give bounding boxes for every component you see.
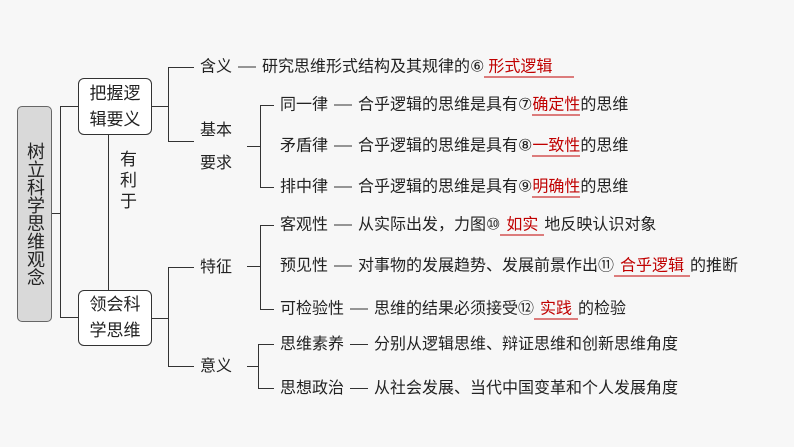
connector — [260, 105, 274, 106]
connector — [247, 266, 260, 267]
answer: 合乎逻辑 — [614, 256, 691, 277]
dash-connector — [334, 104, 353, 106]
significance-row: 思维素养 分别从逻辑思维、辩证思维和创新思维角度 — [280, 334, 678, 354]
text: 合乎逻辑的思维是具有⑦ — [358, 94, 533, 114]
connector — [152, 318, 168, 319]
connector — [260, 225, 274, 226]
text: 的思维 — [580, 135, 629, 155]
text: 对事物的发展趋势、发展前景作出⑪ — [358, 255, 615, 275]
connector — [168, 267, 194, 268]
dash-connector — [334, 265, 353, 267]
text: 的思维 — [580, 94, 629, 114]
dash-connector — [350, 344, 369, 345]
text: 客观性 — [280, 214, 329, 234]
text: 思维素养 — [280, 334, 345, 353]
node-grasp-logic: 把握逻辑要义 — [78, 78, 152, 135]
answer: 明确性 — [532, 176, 581, 198]
text: 可检验性 — [280, 298, 345, 318]
text: 的思维 — [580, 176, 629, 196]
connector — [260, 187, 274, 188]
answer: 确定性 — [532, 94, 581, 116]
connector — [168, 366, 194, 367]
text: 合乎逻辑的思维是具有⑧ — [358, 135, 533, 155]
link-label: 有利于 — [116, 150, 136, 213]
dash-connector — [334, 224, 353, 226]
connector — [260, 225, 261, 309]
answer: 形式逻辑 — [484, 57, 575, 78]
law-row: 排中律 合乎逻辑的思维是具有⑨明确性的思维 — [280, 177, 628, 198]
dash-connector — [350, 388, 369, 389]
significance-row: 思想政治 从社会发展、当代中国变革和个人发展角度 — [280, 378, 678, 398]
dash-connector — [334, 186, 353, 188]
text: 思想政治 — [280, 378, 345, 397]
text: 同一律 — [280, 94, 329, 114]
text: 地反映认识对象 — [544, 214, 657, 234]
connector — [60, 317, 78, 318]
text: 矛盾律 — [280, 135, 329, 155]
node-scientific-thinking: 领会科学思维 — [78, 290, 152, 346]
features-label: 特征 — [200, 257, 233, 276]
dash-connector — [350, 308, 369, 310]
connector — [260, 105, 261, 187]
connector — [60, 106, 78, 107]
basic-label-2: 要求 — [200, 153, 233, 172]
dash-connector — [238, 66, 257, 68]
connector — [168, 67, 169, 142]
law-row: 同一律 合乎逻辑的思维是具有⑦确定性的思维 — [280, 95, 628, 116]
connector — [152, 106, 168, 107]
text: 预见性 — [280, 255, 329, 275]
basic-label-1: 基本 — [200, 120, 233, 139]
connector — [258, 344, 259, 388]
connector — [247, 366, 258, 367]
dash-connector — [334, 145, 353, 147]
text: 合乎逻辑的思维是具有⑨ — [358, 176, 533, 196]
answer: 如实 — [500, 215, 545, 236]
connector — [168, 141, 194, 142]
connector — [52, 213, 60, 214]
text: 分别从逻辑思维、辩证思维和创新思维角度 — [374, 334, 679, 353]
connector — [247, 146, 260, 147]
text: 从社会发展、当代中国变革和个人发展角度 — [374, 378, 679, 397]
text: 排中律 — [280, 176, 329, 196]
connector — [108, 135, 109, 290]
law-row: 矛盾律 合乎逻辑的思维是具有⑧一致性的思维 — [280, 136, 628, 157]
meaning-text: 研究思维形式结构及其规律的⑥ — [262, 56, 485, 76]
significance-label: 意义 — [200, 356, 233, 375]
answer: 一致性 — [532, 135, 581, 157]
connector — [260, 309, 274, 310]
meaning-label: 含义 — [200, 56, 233, 76]
root-node: 树立科学思维观念 — [17, 106, 52, 322]
connector — [168, 267, 169, 366]
answer: 实践 — [534, 299, 579, 320]
text: 的推断 — [690, 255, 739, 275]
text: 的检验 — [578, 298, 627, 318]
text: 思维的结果必须接受⑫ — [374, 298, 535, 318]
connector — [60, 106, 61, 317]
connector — [168, 67, 194, 68]
text: 从实际出发，力图⑩ — [358, 214, 501, 234]
connector — [258, 388, 274, 389]
connector — [258, 344, 274, 345]
